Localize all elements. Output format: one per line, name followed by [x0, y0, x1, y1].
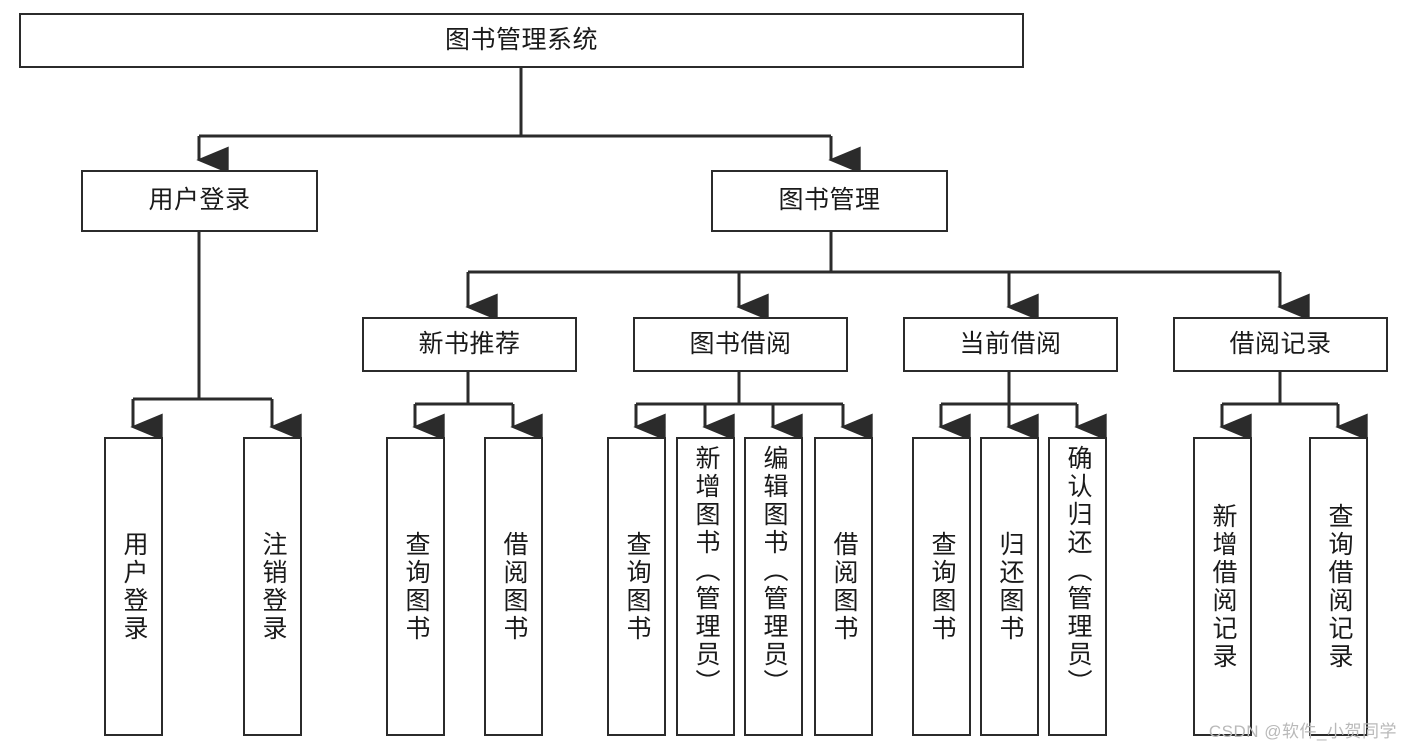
node-label: 用户登录 — [148, 186, 251, 215]
leaf-confirm-return-admin[interactable]: 确认归还（管理员） — [1048, 437, 1107, 736]
leaf-edit-book-admin[interactable]: 编辑图书（管理员） — [744, 437, 803, 736]
node-user-login[interactable]: 用户登录 — [81, 170, 318, 232]
leaf-add-book-admin[interactable]: 新增图书（管理员） — [676, 437, 735, 736]
node-label: 图书管理系统 — [444, 25, 598, 54]
node-borrow-record[interactable]: 借阅记录 — [1173, 317, 1388, 372]
leaf-user-login[interactable]: 用户登录 — [104, 437, 163, 736]
node-label: 查询图书 — [928, 530, 956, 643]
leaf-return-book[interactable]: 归还图书 — [980, 437, 1039, 736]
watermark-text: CSDN @软件_小贺同学 — [1208, 722, 1397, 741]
node-new-book-recommend[interactable]: 新书推荐 — [362, 317, 577, 372]
leaf-logout-login[interactable]: 注销登录 — [243, 437, 302, 736]
node-label: 确认归还（管理员） — [1064, 445, 1092, 697]
node-label: 查询借阅记录 — [1325, 502, 1353, 671]
node-label: 借阅图书 — [500, 530, 528, 643]
leaf-query-book-borrow[interactable]: 查询图书 — [607, 437, 666, 736]
node-label: 借阅记录 — [1229, 329, 1332, 358]
node-book-borrow[interactable]: 图书借阅 — [633, 317, 848, 372]
node-label: 查询图书 — [402, 530, 430, 643]
node-label: 当前借阅 — [959, 329, 1062, 358]
node-label: 编辑图书（管理员） — [760, 445, 788, 697]
node-label: 新增借阅记录 — [1209, 502, 1237, 671]
node-label: 用户登录 — [120, 530, 148, 643]
leaf-add-borrow-record[interactable]: 新增借阅记录 — [1193, 437, 1252, 736]
node-label: 新书推荐 — [418, 329, 521, 358]
node-label: 归还图书 — [996, 530, 1024, 643]
node-root-book-management-system[interactable]: 图书管理系统 — [19, 13, 1024, 68]
leaf-borrow-book-recommend[interactable]: 借阅图书 — [484, 437, 543, 736]
node-label: 新增图书（管理员） — [692, 445, 720, 697]
leaf-query-borrow-record[interactable]: 查询借阅记录 — [1309, 437, 1368, 736]
leaf-query-book-recommend[interactable]: 查询图书 — [386, 437, 445, 736]
leaf-query-book-current[interactable]: 查询图书 — [912, 437, 971, 736]
node-book-management[interactable]: 图书管理 — [711, 170, 948, 232]
node-current-borrow[interactable]: 当前借阅 — [903, 317, 1118, 372]
node-label: 图书借阅 — [689, 329, 792, 358]
node-label: 图书管理 — [778, 186, 881, 215]
leaf-borrow-book[interactable]: 借阅图书 — [814, 437, 873, 736]
node-label: 借阅图书 — [830, 530, 858, 643]
node-label: 注销登录 — [259, 530, 287, 643]
node-label: 查询图书 — [623, 530, 651, 643]
